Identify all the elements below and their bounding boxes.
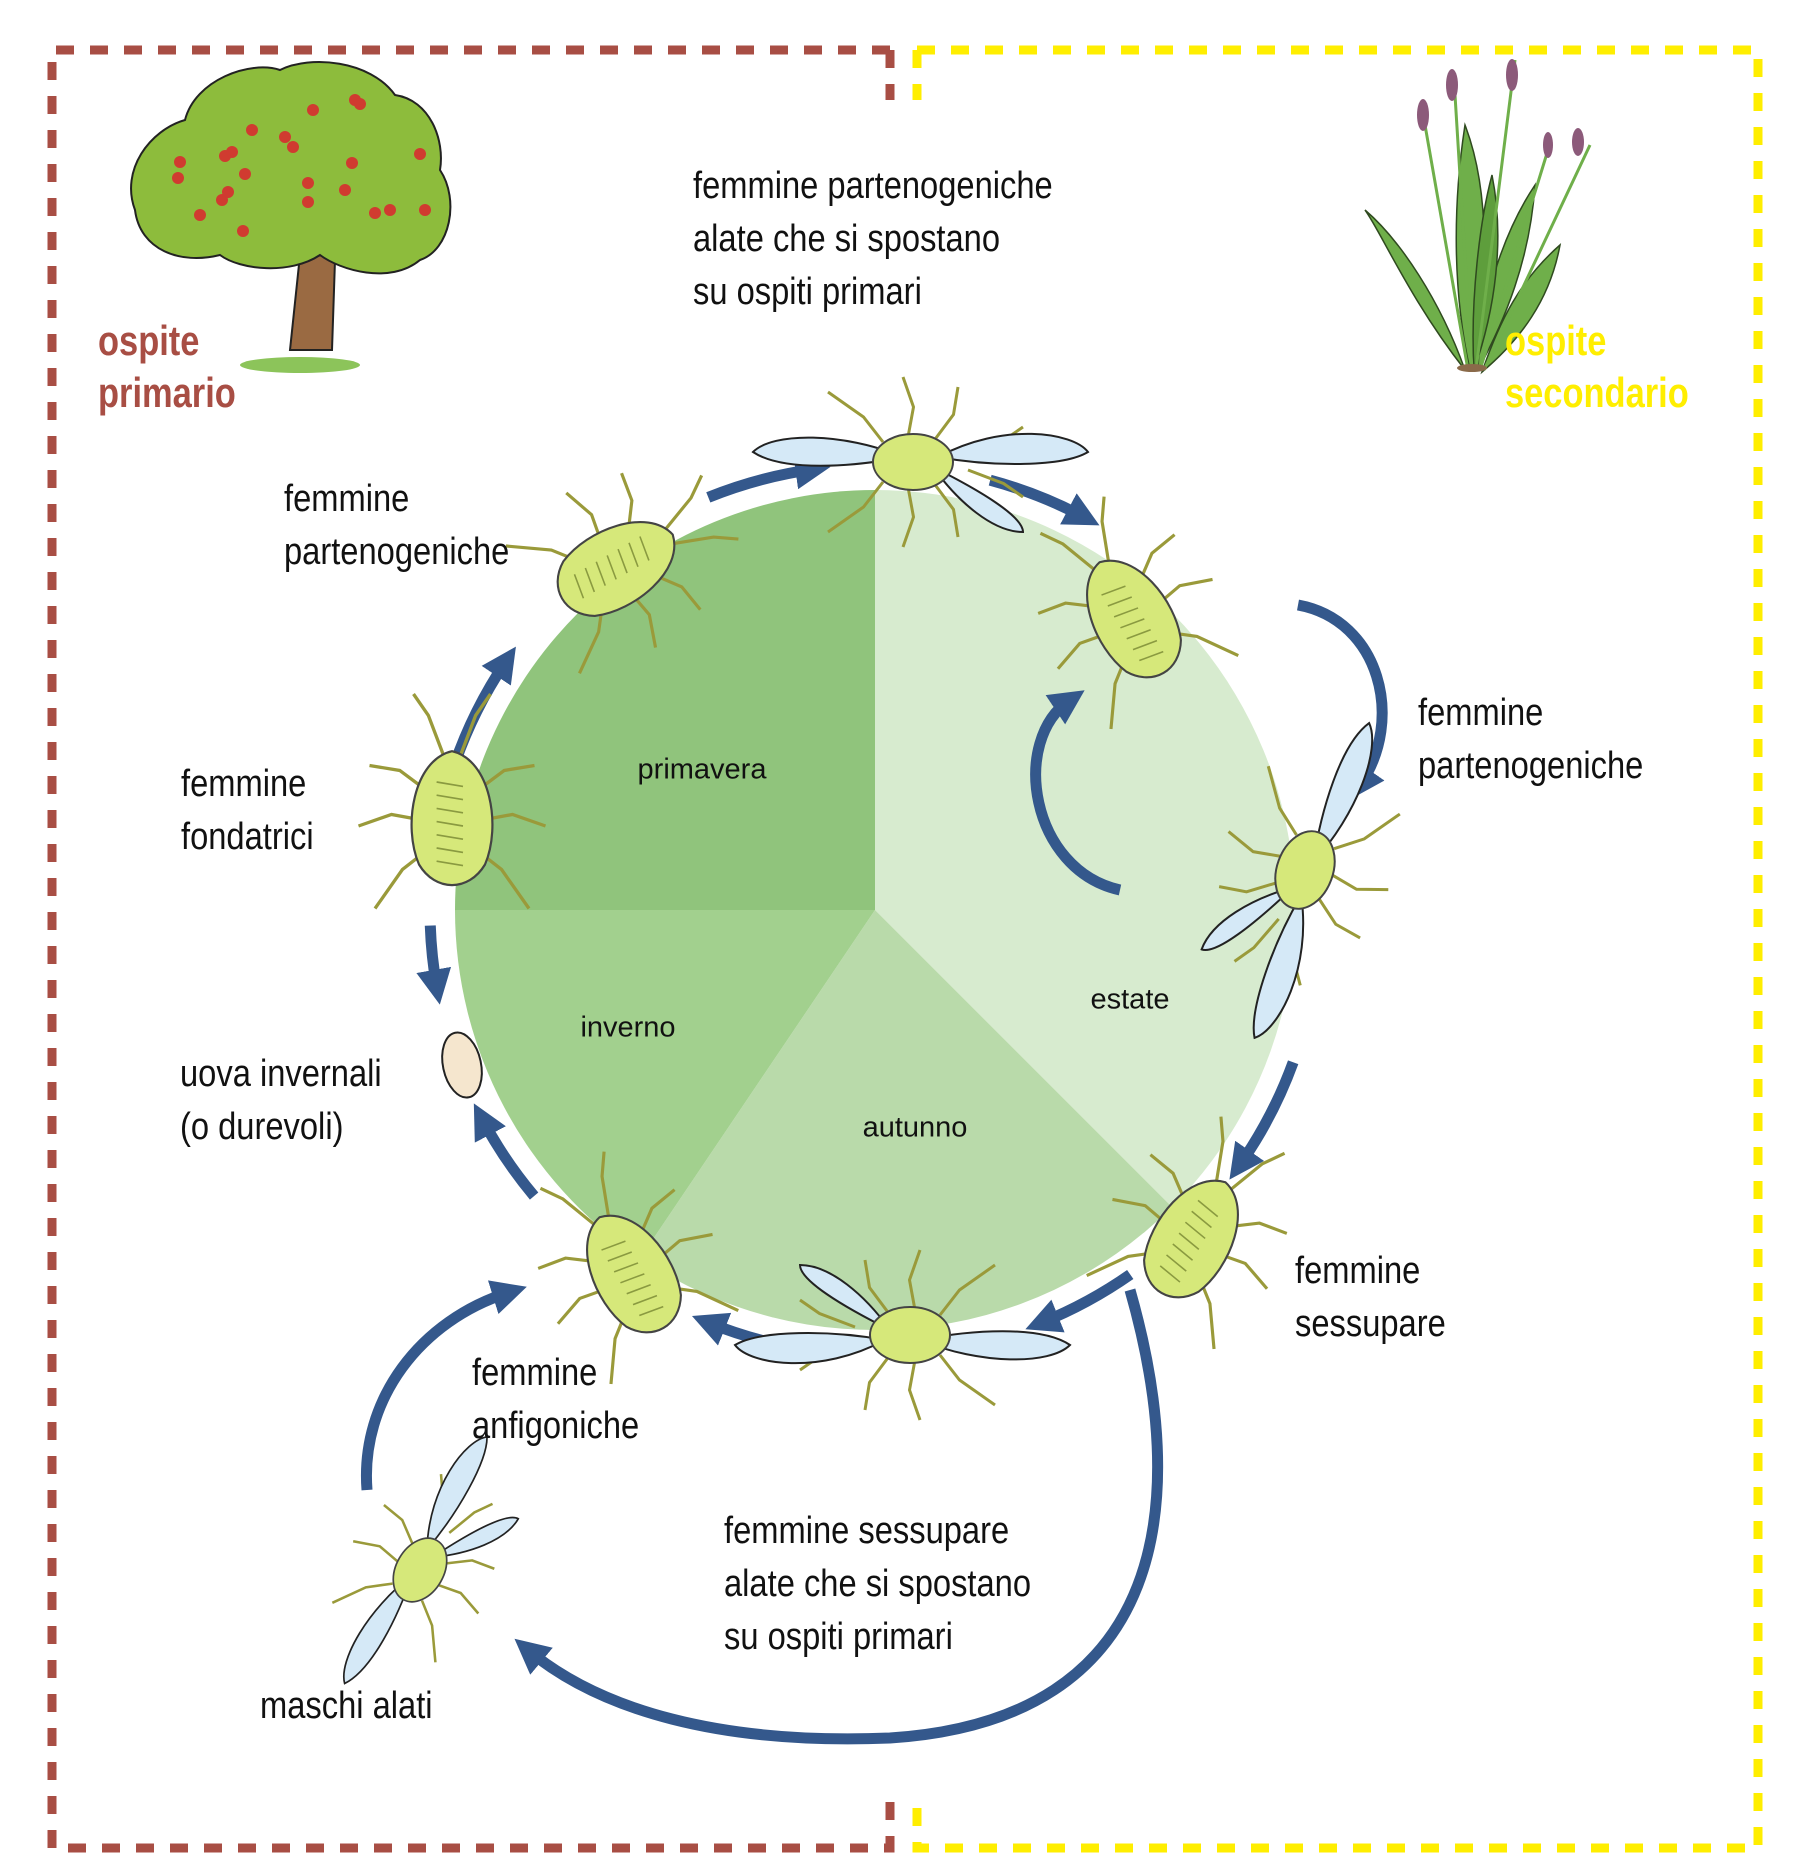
- secondary-host-label: ospite secondario: [1505, 317, 1689, 416]
- stage-label-winged-males: maschi alati: [260, 1685, 433, 1727]
- stage-label-parthenogenetic-primary: femmine partenogeniche: [284, 478, 510, 573]
- season-sector-autunno: [640, 910, 1172, 1330]
- arrow-secondary-cycle-inner: [1030, 690, 1122, 896]
- arrow-summer-down: [1229, 1060, 1299, 1180]
- aphid-parthenogenetic-primary: [505, 472, 739, 674]
- stage-label-winged-sexuparae: femmine sessupare alate che si spostano …: [724, 1510, 1032, 1658]
- season-pie: [455, 490, 1296, 1330]
- stage-label-sexuparae: femmine sessupare: [1295, 1250, 1446, 1345]
- season-label-autunno: autunno: [862, 1111, 968, 1144]
- season-sector-primavera: [455, 490, 875, 910]
- cycle-arrows: [360, 454, 1388, 1745]
- secondary-host-border: [912, 45, 1763, 1853]
- primary-host-border: [47, 45, 895, 1853]
- season-label-inverno: inverno: [580, 1011, 676, 1044]
- plantain-plant-icon: [1364, 59, 1592, 375]
- primary-host-label: ospite primario: [98, 317, 236, 416]
- arrow-sexuparae-to-males: [514, 1288, 1164, 1745]
- aphid-parthenogenetic-secondary: [1037, 496, 1239, 730]
- season-sector-inverno: [455, 910, 875, 1259]
- aphid-amphigonic: [537, 1151, 739, 1385]
- aphid-illustrations: [331, 376, 1401, 1685]
- arrow-secondary-cycle-outer: [1296, 599, 1388, 800]
- winter-egg-icon: [441, 1031, 483, 1099]
- arrow-sexuparae-to-winged: [1025, 1270, 1134, 1333]
- arrow-parth-to-winged: [706, 454, 831, 503]
- stage-label-winter-eggs: uova invernali (o durevoli): [180, 1053, 382, 1148]
- aphid-winged-summer: [1200, 721, 1401, 1040]
- stage-label-amphigonic-females: femmine anfigoniche: [472, 1352, 640, 1447]
- stage-label-parthenogenetic-secondary: femmine partenogeniche: [1418, 692, 1644, 787]
- stage-label-fundatrices: femmine fondatrici: [181, 763, 314, 858]
- aphid-winged-top: [751, 376, 1090, 548]
- aphid-winged-male: [331, 1435, 520, 1685]
- aphid-sexupara: [1086, 1116, 1288, 1350]
- arrow-egg-to-fundatrix: [416, 925, 452, 1005]
- stage-label-winged-parthenogenetic: femmine partenogeniche alate che si spos…: [693, 165, 1053, 313]
- arrow-males-to-amphigonic: [360, 1280, 527, 1491]
- arrow-amphigonic-to-egg: [473, 1103, 539, 1200]
- aphid-fundatrix: [357, 693, 547, 910]
- season-sector-estate: [875, 490, 1296, 1207]
- season-label-estate: estate: [1090, 983, 1170, 1016]
- aphid-winged-sexupara: [733, 1249, 1072, 1421]
- apple-tree-icon: [130, 61, 452, 373]
- season-label-primavera: primavera: [637, 753, 767, 786]
